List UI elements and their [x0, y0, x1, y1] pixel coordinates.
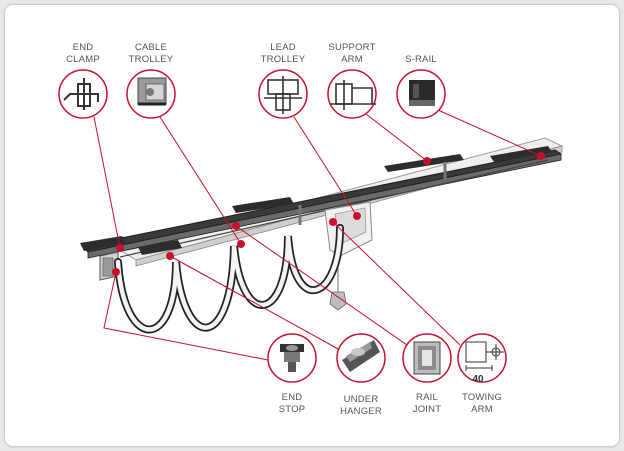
diagram-frame — [4, 4, 620, 447]
end-stop-callout — [267, 333, 317, 383]
callout-lines — [93, 109, 542, 361]
towing-arm-label: TOWING ARM — [461, 392, 503, 415]
callout-dot-s-rail — [537, 152, 545, 160]
under-hanger-label: UNDER HANGER — [340, 394, 382, 417]
callout-dots — [112, 152, 545, 276]
s-rail-label: S-RAIL — [405, 54, 437, 65]
under-hanger-callout — [336, 333, 386, 383]
end-clamp-label: END CLAMP — [66, 42, 100, 65]
towing-arm-dimension: 40 — [472, 374, 484, 385]
end-clamp-callout — [58, 69, 108, 119]
callout-dot-lead-trolley — [353, 212, 361, 220]
end-clamp-icon — [63, 78, 99, 110]
towing-arm-callout: 40 — [457, 333, 507, 385]
s-rail-icon — [409, 80, 435, 106]
festoon-cable — [114, 224, 344, 334]
cable-trolley-callout — [126, 69, 176, 119]
support-arm-callout — [327, 69, 377, 119]
towing-arm-icon — [465, 341, 504, 371]
callout-dot-cable-trolley — [237, 240, 245, 248]
callout-dot-end-clamp — [116, 244, 124, 252]
callout-dot-rail-joint — [232, 222, 240, 230]
rail-joint-callout — [402, 333, 452, 383]
rail-joint-label: RAIL JOINT — [412, 392, 442, 415]
cable-trolley-icon — [137, 77, 167, 106]
end-stop-label: END STOP — [278, 392, 306, 415]
s-rail-assembly — [80, 137, 564, 311]
under-hanger-icon — [342, 340, 380, 372]
lead-trolley-callout — [258, 69, 308, 119]
callout-dot-support-arm — [423, 157, 431, 165]
cable-trolley-label: CABLE TROLLEY — [128, 42, 174, 65]
callout-dot-end-stop — [112, 268, 120, 276]
rail-joint-icon — [413, 341, 441, 375]
lead-trolley-icon — [264, 76, 302, 114]
s-rail-callout — [396, 69, 446, 119]
support-arm-icon — [330, 80, 376, 110]
end-stop-icon — [280, 344, 304, 372]
support-arm-label: SUPPORT ARM — [328, 42, 376, 65]
lead-trolley-label: LEAD TROLLEY — [260, 42, 306, 65]
callout-dot-under-hanger — [166, 252, 174, 260]
callout-dot-towing-arm — [329, 218, 337, 226]
